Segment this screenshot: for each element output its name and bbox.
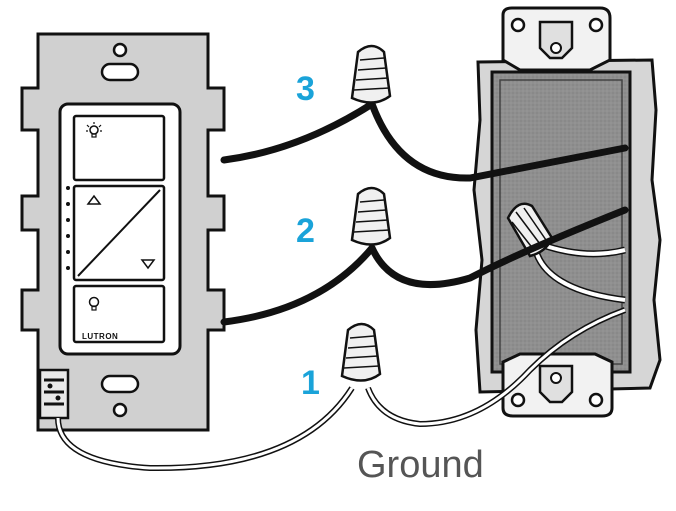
triangle-down-icon xyxy=(140,259,156,270)
triangle-up-icon xyxy=(86,194,102,205)
dimmer-switch: LUTRON xyxy=(20,32,226,432)
wire-nut-1 xyxy=(340,322,382,382)
black-wires xyxy=(220,100,629,326)
neutral-white-wires xyxy=(531,240,626,304)
wire-nut-2 xyxy=(350,186,392,246)
level-indicator-dots xyxy=(66,186,70,270)
wire-nut-3 xyxy=(350,44,392,104)
off-button xyxy=(72,284,166,344)
wire-nut-icon xyxy=(350,44,392,104)
ground-label: Ground xyxy=(357,444,484,486)
brand-logo-text: LUTRON xyxy=(82,332,118,341)
wire-nut-icon xyxy=(350,186,392,246)
step-number-2: 2 xyxy=(296,212,315,250)
ground-wire xyxy=(55,307,627,472)
wall-junction-box xyxy=(472,6,662,418)
step-number-1: 1 xyxy=(301,364,320,402)
ground-terminal xyxy=(38,368,70,420)
on-button xyxy=(72,114,166,182)
step-number-3: 3 xyxy=(296,70,315,108)
wire-nut-icon xyxy=(340,322,382,382)
light-bulb-sun-icon xyxy=(86,122,102,138)
light-bulb-icon xyxy=(88,296,100,311)
